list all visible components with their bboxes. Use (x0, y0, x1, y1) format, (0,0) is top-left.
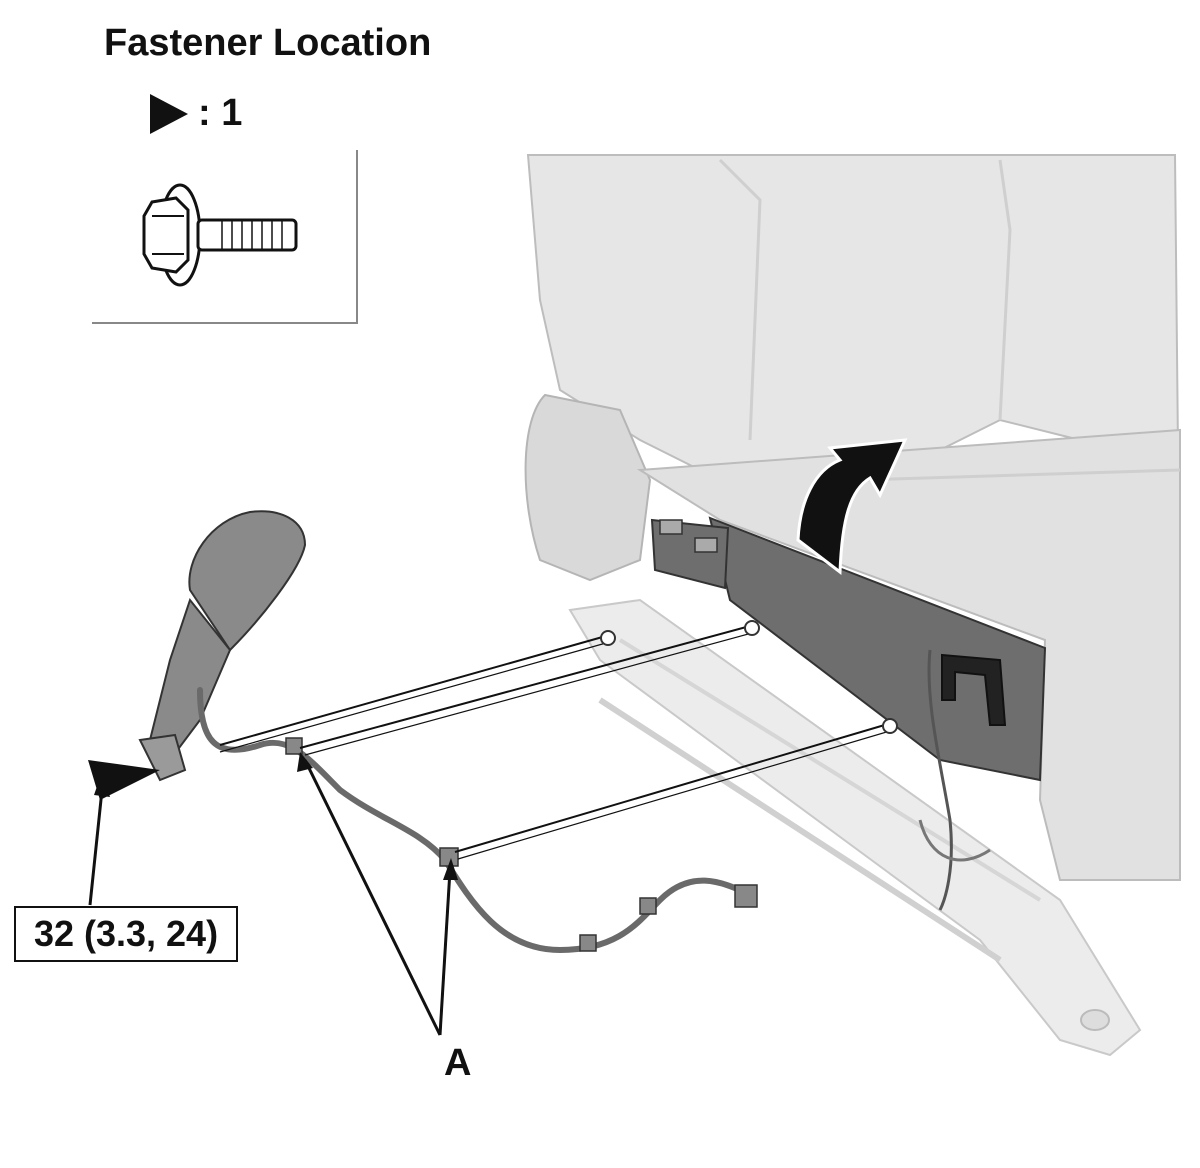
triangle-marker-icon (150, 93, 188, 134)
side-cover-tab (650, 518, 730, 590)
fastener-quantity-text: : 1 (198, 92, 243, 134)
side-cover-panel (708, 516, 1047, 782)
flange-bolt-icon (142, 183, 298, 287)
fastener-quantity: : 1 (150, 92, 242, 135)
harness-connector (734, 884, 758, 908)
callout-a-label: A (444, 1042, 472, 1084)
torque-spec-label: 32 (3.3, 24) (14, 906, 238, 962)
harness-clip (579, 934, 597, 952)
harness-clip (639, 897, 657, 915)
fastener-legend-box (92, 150, 358, 324)
seat-rail (568, 598, 1142, 1057)
page-title: Fastener Location (104, 22, 432, 64)
seat-belt-buckle (188, 510, 307, 652)
removal-arrow-icon (796, 438, 908, 575)
harness-clip (285, 737, 303, 755)
seat-cushion (636, 428, 1181, 881)
recliner-cover (524, 393, 652, 582)
harness-clip (439, 847, 459, 867)
buckle-harness-wire (197, 687, 753, 954)
